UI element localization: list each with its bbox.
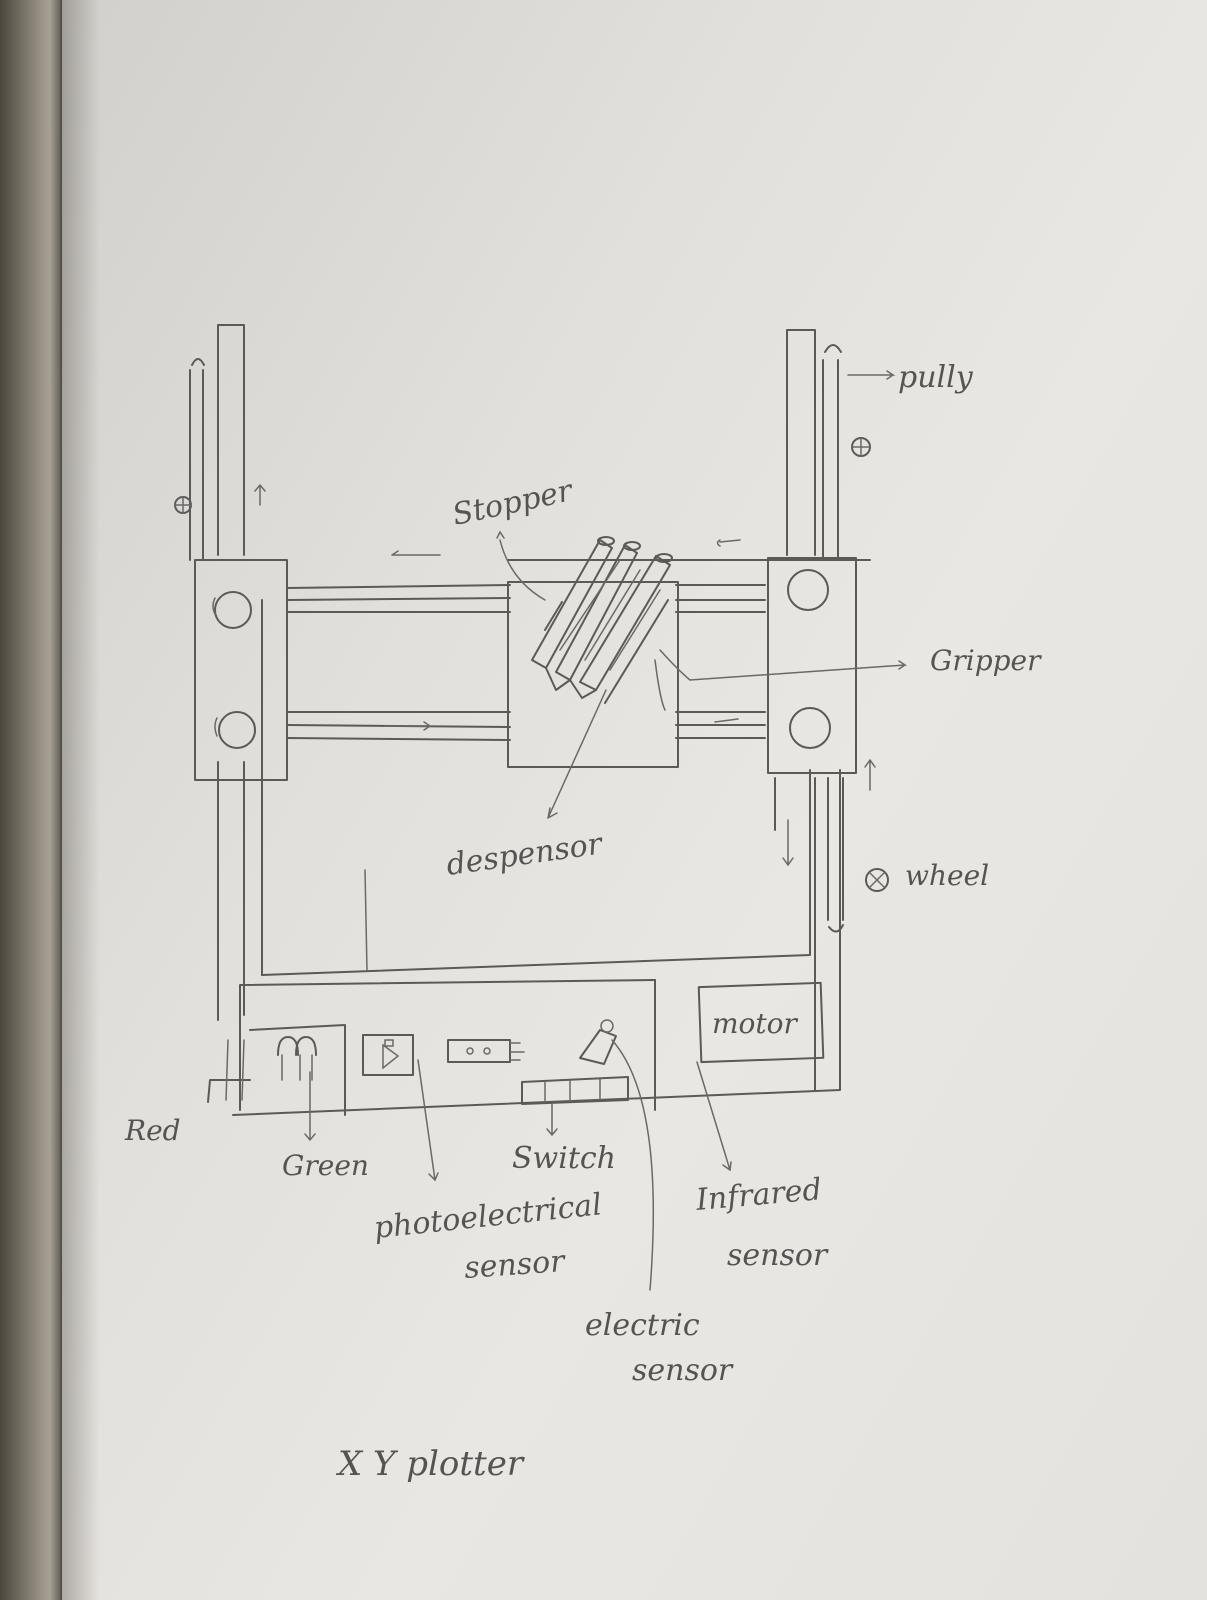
switch-block [521,1076,629,1105]
electric-sensor-icon [579,1019,617,1065]
left-rail [189,324,266,1021]
center-head [507,581,679,768]
motor-box [697,981,825,1064]
page-shadow [60,0,100,1600]
display-box [447,1039,525,1063]
red-label: Red [124,1114,181,1147]
led-pair [277,1036,317,1081]
right-rail [774,329,876,1091]
left-carriage [194,559,288,781]
bottom-horizontal-rail [286,711,766,741]
stopper-label: Stopper [449,473,576,533]
gripper-label: Gripper [930,644,1042,677]
green-label: Green [282,1149,369,1182]
right-wheel-icon [851,437,871,457]
frame [207,599,841,1116]
left-wheel-icon [174,496,192,514]
notebook-binding [0,0,62,1600]
infrared-sensor-label-line2: sensor [727,1238,829,1273]
dispenser-label: despensor [444,826,605,883]
motor-label: motor [712,1007,799,1040]
top-horizontal-rail [286,539,871,613]
switch-label: Switch [512,1141,616,1176]
wheel-icon [865,868,889,892]
diagram-caption: X Y plotter [335,1444,525,1484]
leader-lines [304,370,908,1291]
photoelectrical-sensor-label-line1: photoelectrical [372,1187,603,1246]
pulley-label: pully [898,360,974,395]
electric-sensor-label-line1: electric [585,1308,700,1343]
photoelectrical-sensor-label-line2: sensor [463,1244,567,1286]
electric-sensor-label-line2: sensor [632,1353,734,1388]
right-carriage [767,557,857,774]
dispenser-tubes [531,536,673,704]
infrared-sensor-label-line1: Infrared [694,1172,823,1218]
photoelectric-sensor-box [362,1034,414,1076]
notebook-page [60,0,1207,1600]
wheel-label: wheel [905,859,989,892]
